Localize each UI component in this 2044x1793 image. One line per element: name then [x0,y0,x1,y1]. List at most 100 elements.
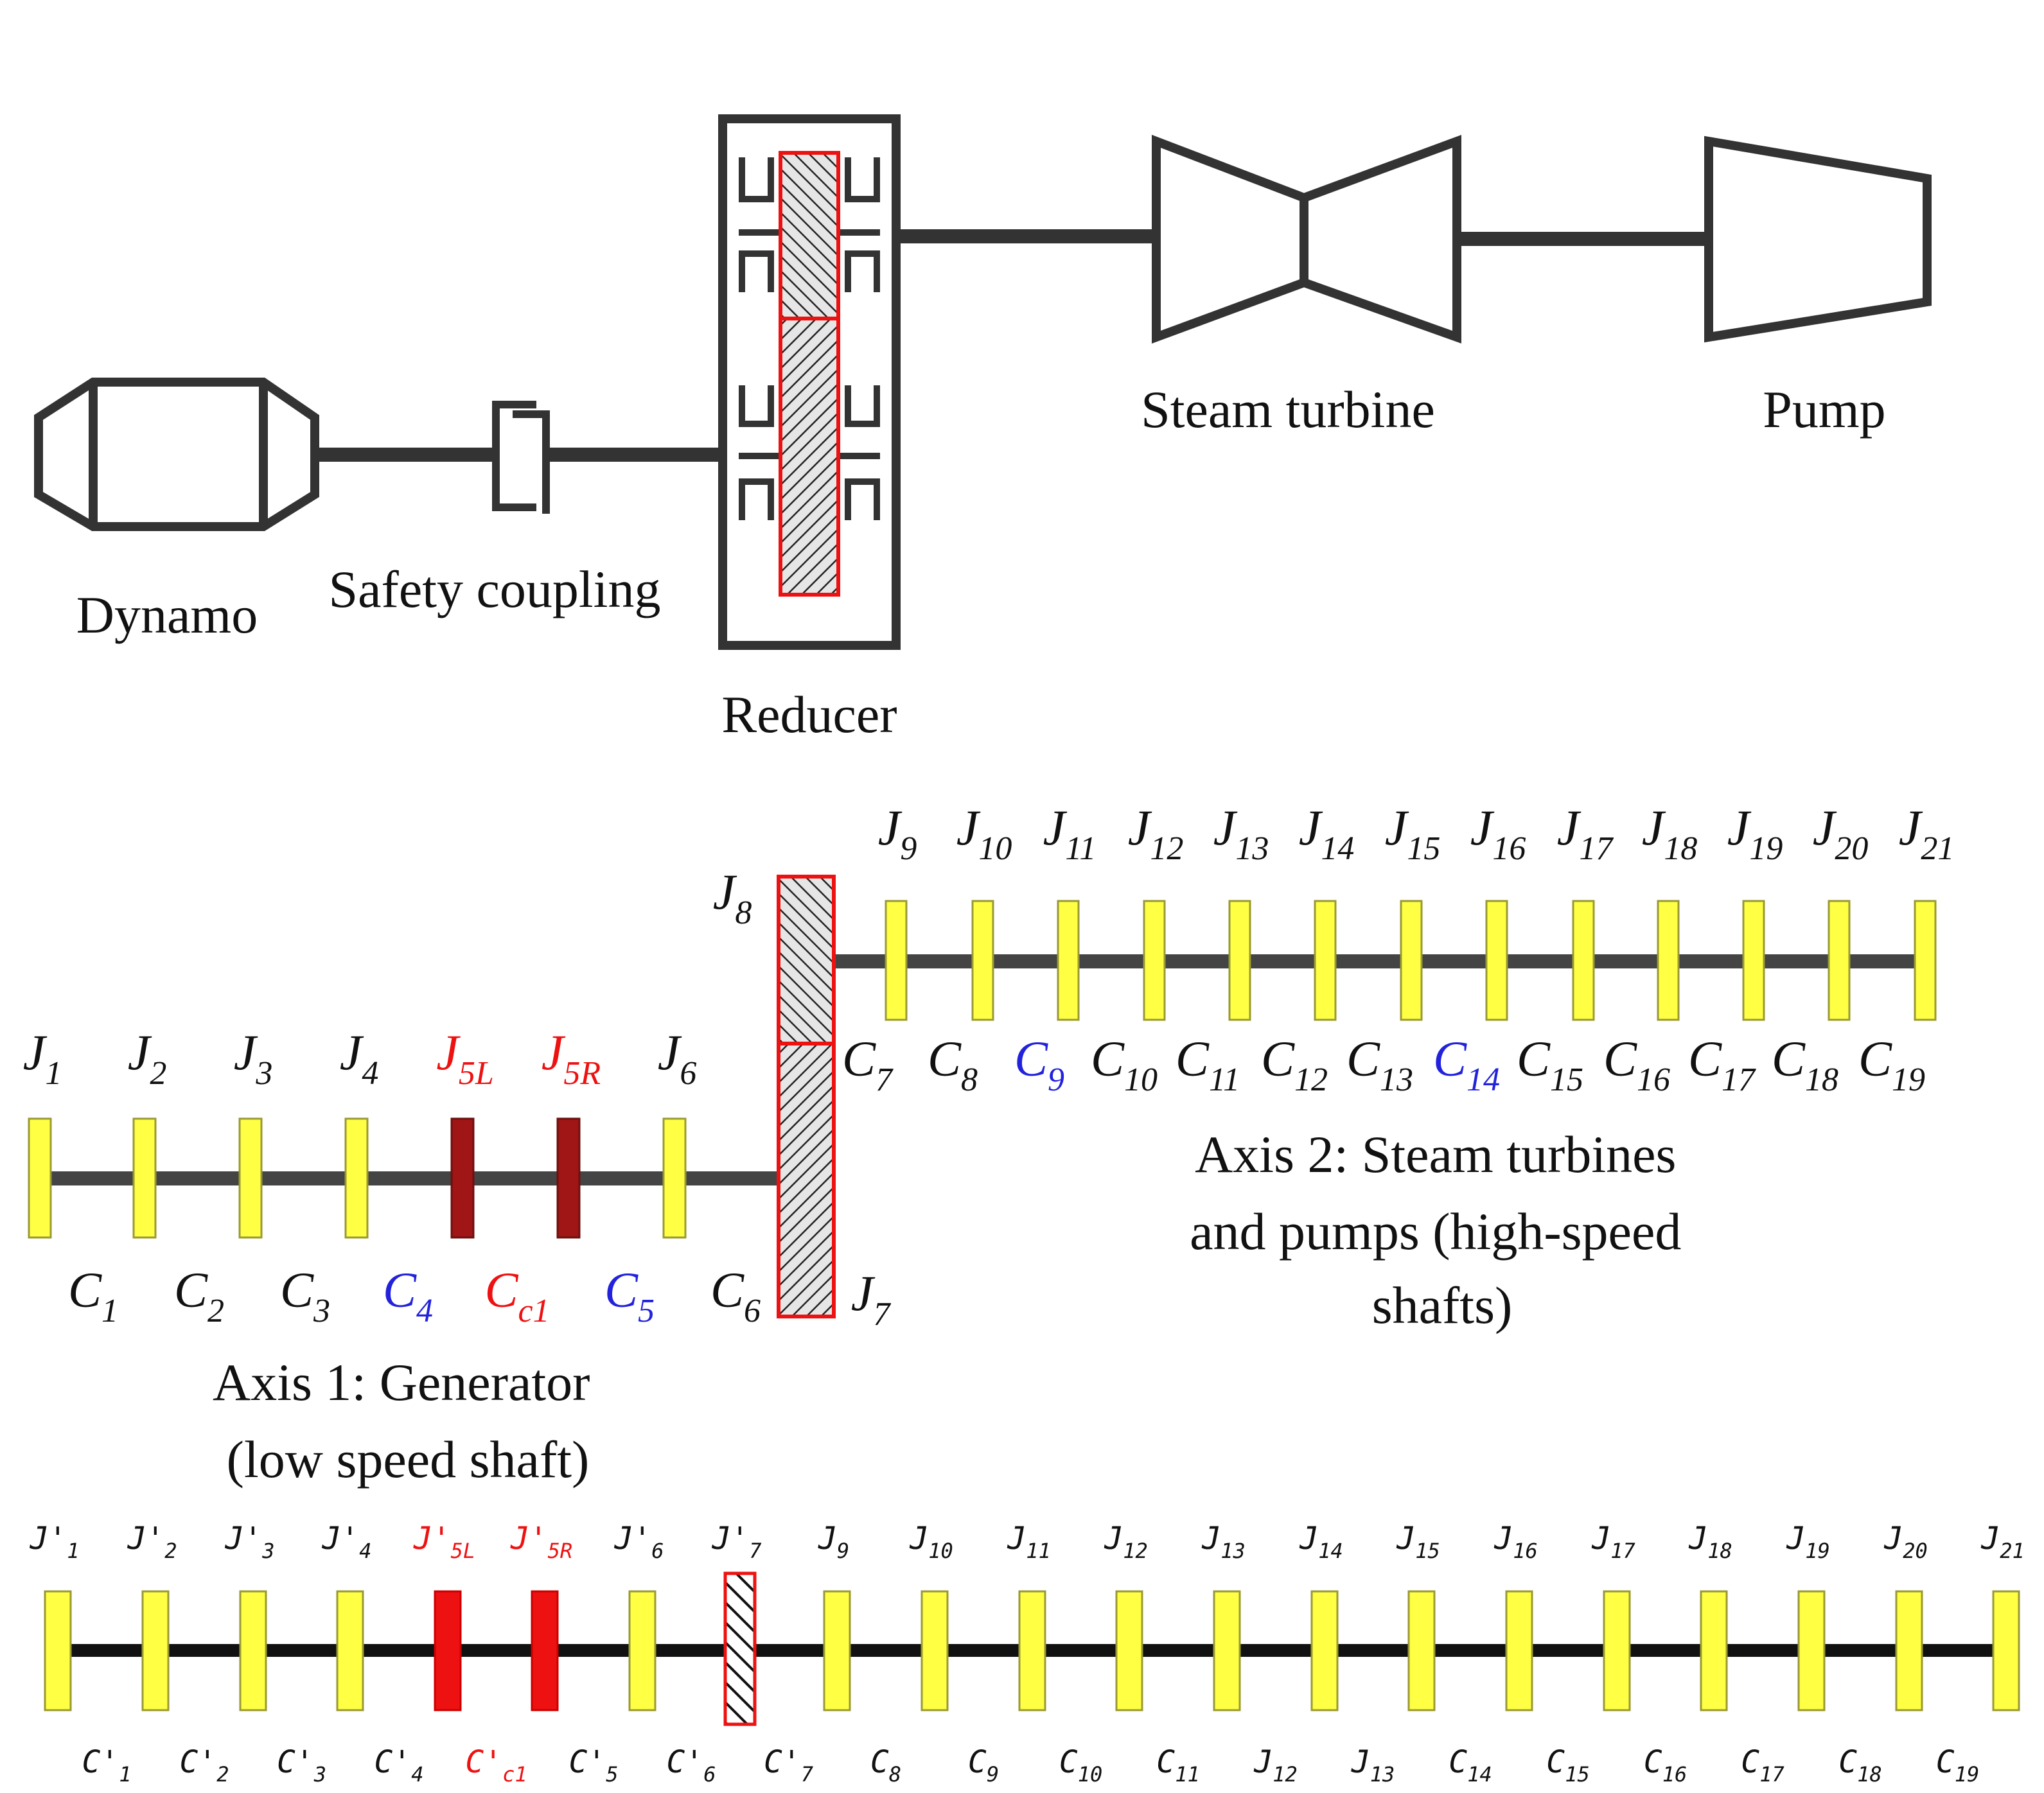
axis2-label-j18-subscript: 18 [1664,830,1697,867]
axis2-label-c8: C8 [928,1031,978,1098]
axis2-label-c14-base: C [1433,1031,1467,1087]
eq-label-j20: J20 [1883,1521,1927,1563]
eq-label-j12: J12 [1104,1521,1147,1563]
axis1-disks [28,1117,687,1239]
axis2-caption-line-3: shafts) [1372,1276,1513,1334]
axis2-label-c11: C11 [1176,1031,1240,1098]
safety-coupling-label: Safety coupling [329,560,661,618]
axis2-label-j20-subscript: 20 [1835,830,1868,867]
eq-label-jp5l-base: J' [413,1521,451,1557]
axis2-disk-j20 [1828,900,1851,1021]
eq-label-c18: C18 [1838,1744,1881,1787]
eq-disk-j17 [1603,1590,1631,1711]
axis2-label-c7: C7 [842,1031,894,1098]
eq-label-cp2-subscript: 2 [216,1762,229,1787]
axis2-label-j19: J19 [1727,800,1783,867]
equivalent-disks [44,1571,2020,1726]
eq-label-cp3-subscript: 3 [313,1762,326,1787]
axis2-label-c11-subscript: 11 [1209,1062,1240,1098]
axis1-label-c4: C4 [383,1262,433,1329]
eq-label-j19: J19 [1786,1521,1829,1563]
axis1-label-j5r: J5R [542,1024,601,1092]
eq-label-cp5: C'5 [568,1744,618,1787]
axis2-disks [885,900,1937,1021]
axis2-disk-j13 [1228,900,1251,1021]
eq-label-c14: C14 [1449,1744,1492,1787]
axis2-disk-j16 [1485,900,1508,1021]
axis2-label-c16: C16 [1603,1031,1670,1098]
axis2-caption-line-1: Axis 2: Steam turbines [1195,1125,1676,1184]
eq-label-cp5-base: C' [568,1744,606,1780]
axis1-label-c1: C1 [68,1262,118,1329]
axis2-label-c18: C18 [1772,1031,1838,1098]
dynamo-label: Dynamo [76,586,258,644]
eq-label-c11: C11 [1156,1744,1199,1787]
eq-label-j21-subscript: 21 [2000,1539,2025,1563]
eq-label-c15-subscript: 15 [1565,1762,1590,1787]
axis2-label-c18-base: C [1772,1031,1806,1087]
axis2-label-c17: C17 [1688,1031,1756,1098]
eq-label-jp2-base: J' [127,1521,164,1557]
eq-label-c19: C19 [1936,1744,1979,1787]
eq-label-j14: J14 [1299,1521,1343,1563]
axis2-label-c15-base: C [1517,1031,1551,1087]
eq-label-j16-subscript: 16 [1513,1539,1538,1563]
axis1-label-c2: C2 [174,1262,224,1329]
eq-label-jp5l-subscript: 5L [451,1539,476,1563]
axis1-disk-j2 [132,1117,157,1239]
eq-label-j12-subscript: 12 [1123,1539,1148,1563]
axis2-label-c19-base: C [1858,1031,1892,1087]
eq-disk-j10 [921,1590,949,1711]
steam-turbine-symbol [1152,134,1461,344]
axis2-label-c13-base: C [1346,1031,1380,1087]
eq-label-j21-base: J [1980,1521,2000,1557]
eq-label-cp1-subscript: 1 [119,1762,131,1787]
axis2-disk-j14 [1314,900,1337,1021]
axis1-label-j2-base: J [128,1024,152,1080]
eq-label-cp7-base: C' [764,1744,801,1780]
axis1-label-j6: J6 [658,1024,697,1092]
axis2-label-j17-base: J [1557,800,1581,855]
axis2-label-c16-subscript: 16 [1637,1062,1670,1098]
eq-label-cp2: C'2 [179,1744,229,1787]
axis1-disk-j3 [238,1117,263,1239]
eq-label-jp3: J'3 [224,1521,274,1563]
axis1-disk-j4 [344,1117,369,1239]
eq-label-jp5l: J'5L [413,1521,475,1563]
eq-label-cp7-subscript: 7 [801,1762,813,1787]
eq-label-jp7-subscript: 7 [749,1539,761,1563]
eq-disk-j13 [1213,1590,1241,1711]
eq-label-c15-base: C [1546,1744,1565,1780]
axis2-label-j16-base: J [1470,800,1495,855]
axis1-label-c1-base: C [68,1262,102,1318]
axis1-label-c2-subscript: 2 [207,1293,224,1329]
eq-label-j11-subscript: 11 [1026,1539,1051,1563]
axis1-caption-line-1: Axis 1: Generator [213,1353,590,1412]
axis2-label-c9-base: C [1014,1031,1048,1087]
axis2-label-j21-subscript: 21 [1921,830,1954,867]
axis1-label-j3-base: J [234,1024,258,1080]
axis2-label-j12-base: J [1128,800,1152,855]
eq-label-c19-base: C [1936,1744,1955,1780]
axis2-label-c12-subscript: 12 [1294,1062,1328,1098]
eq-label-c16-base: C [1644,1744,1662,1780]
eq-disk-j16 [1505,1590,1533,1711]
eq-label-cp1-base: C' [82,1744,119,1780]
eq-label-j18: J18 [1688,1521,1732,1563]
eq-label-j16: J16 [1493,1521,1537,1563]
axis2-label-c12-base: C [1261,1031,1295,1087]
axis1-label-j2-subscript: 2 [150,1055,166,1092]
axis2-label-c10-subscript: 10 [1124,1062,1158,1098]
axis2-label-c19: C19 [1858,1031,1925,1098]
axis1-disk-j6 [662,1117,687,1239]
axis1-label-j4: J4 [340,1024,379,1092]
axis1-label-c3-base: C [280,1262,314,1318]
eq-label-c17-base: C [1741,1744,1759,1780]
eq-disk-jp2 [141,1590,170,1711]
eq-label-j15-base: J [1396,1521,1415,1557]
eq-label-c18-base: C [1838,1744,1857,1780]
